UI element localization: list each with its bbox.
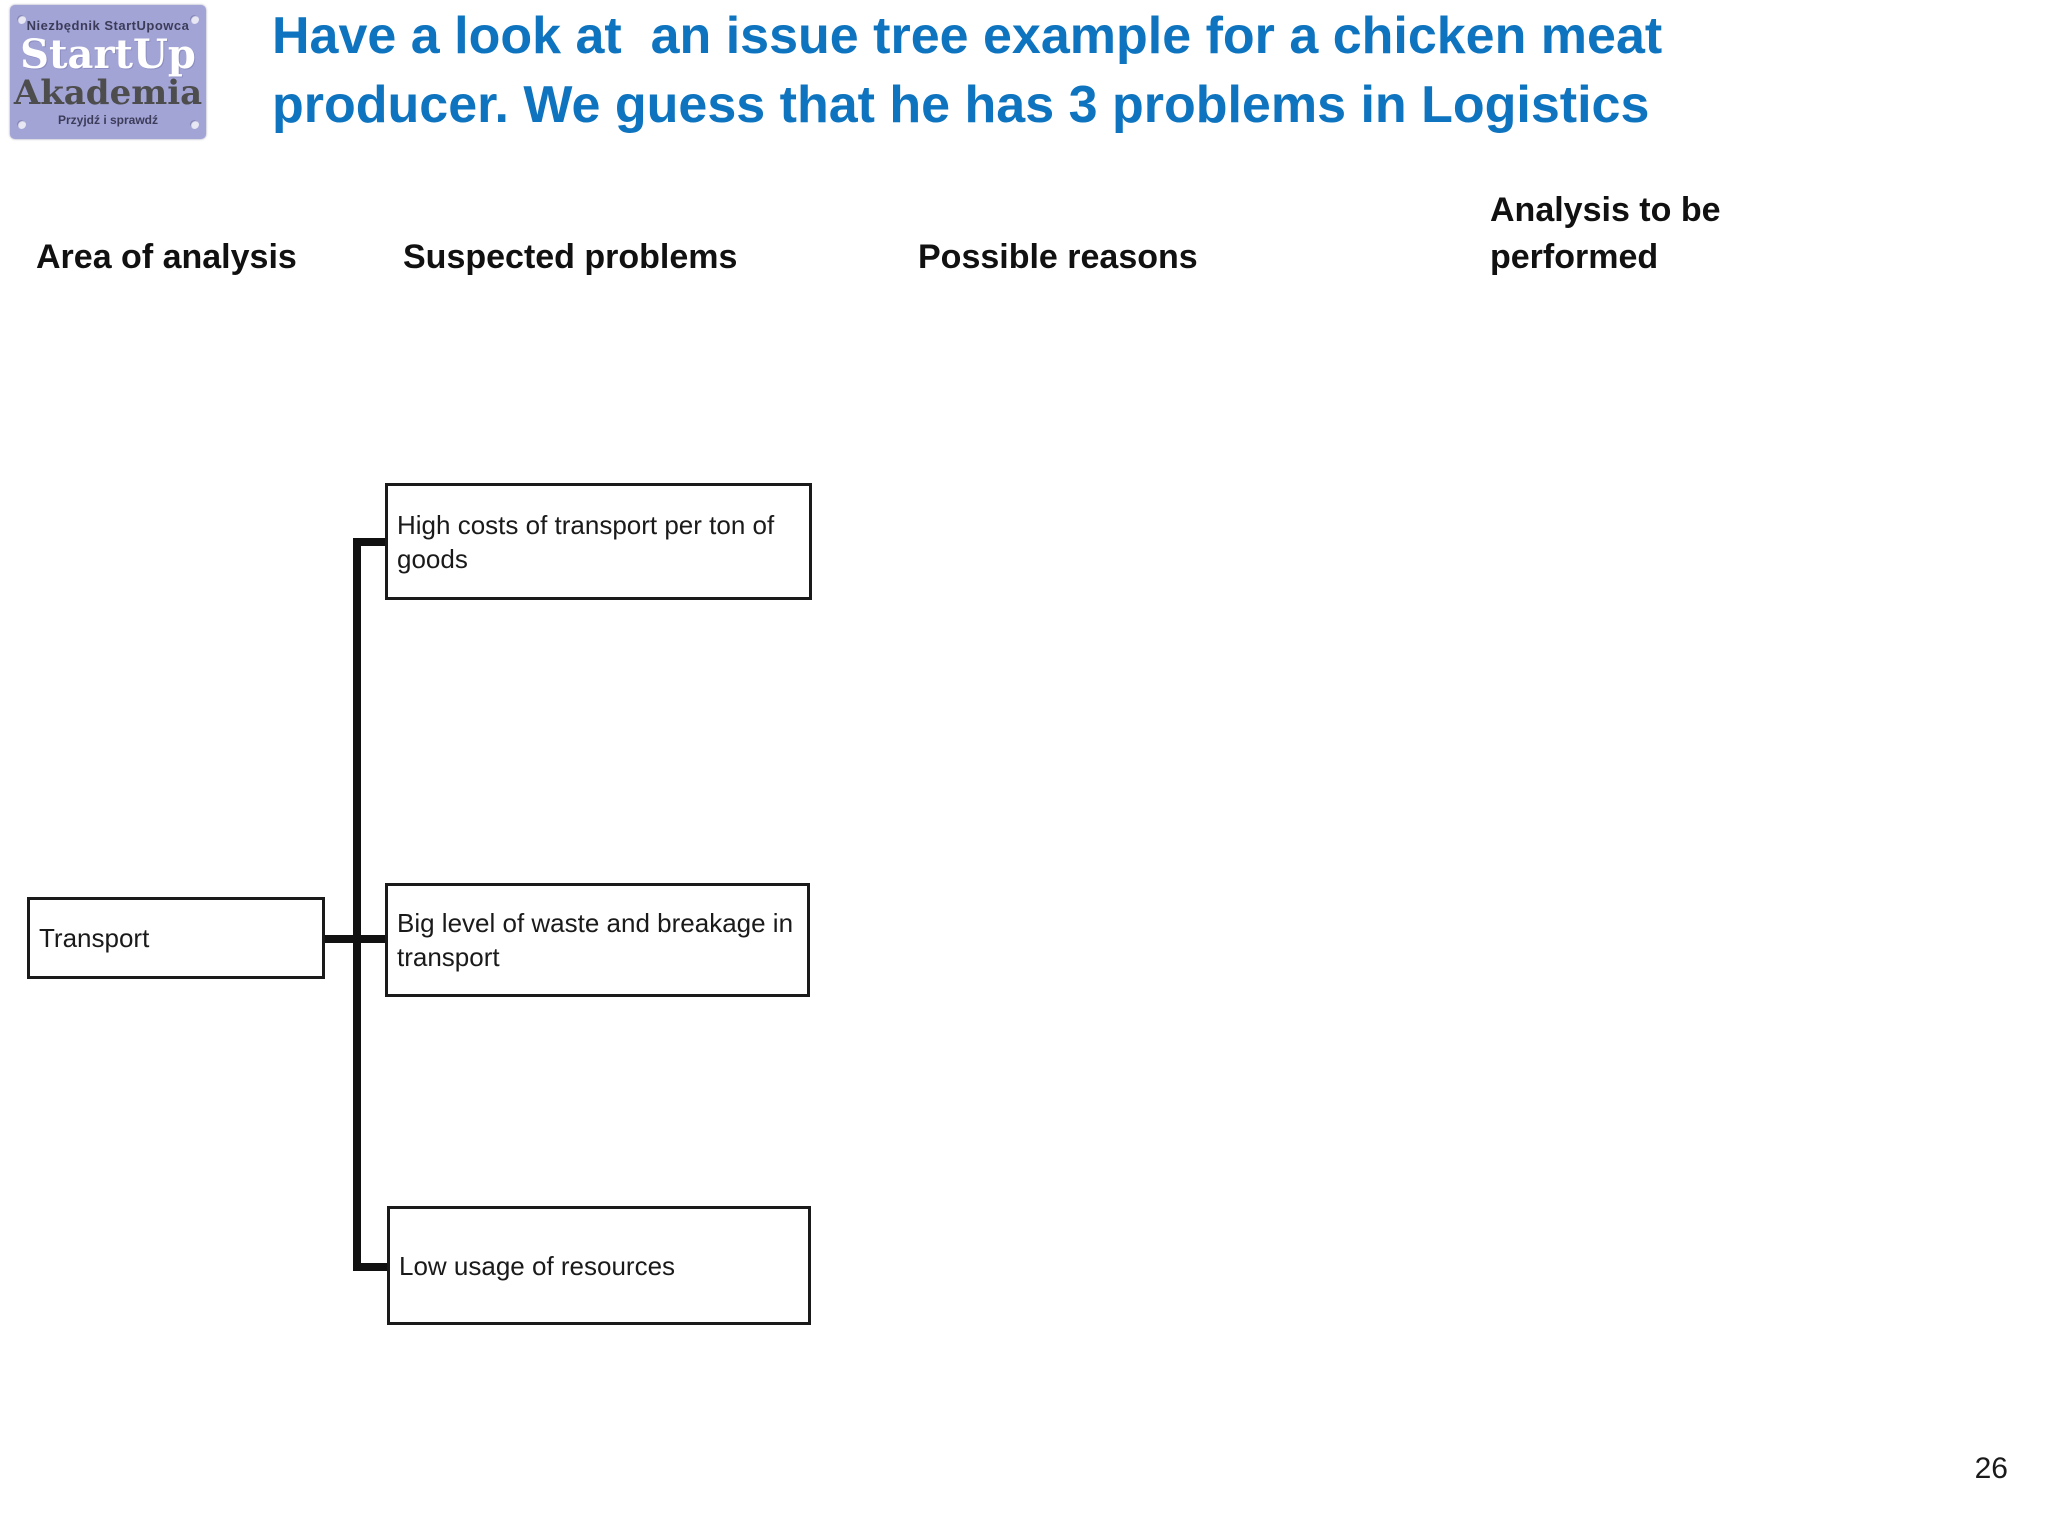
tree-connector-middle: [325, 935, 387, 943]
tree-trunk-line: [353, 538, 361, 1271]
logo-tagline-top: Niezbędnik StartUpowca: [26, 17, 190, 33]
logo-corner-mark: [17, 120, 26, 129]
tree-node-high-costs: High costs of transport per ton of goods: [385, 483, 812, 600]
column-header-analysis-to-be-performed: Analysis to be performed: [1490, 191, 1721, 276]
column-header-area-of-analysis: Area of analysis: [36, 238, 297, 276]
logo-corner-mark: [190, 15, 199, 24]
logo-name-line1: StartUp: [20, 30, 196, 78]
column-header-possible-reasons: Possible reasons: [918, 238, 1198, 276]
logo-corner-mark: [190, 120, 199, 129]
tree-node-label: High costs of transport per ton of goods: [397, 509, 775, 574]
column-headers: Area of analysis Suspected problems Poss…: [0, 190, 2048, 287]
page-number: 26: [1974, 1452, 2008, 1485]
logo-name-line2: Akademia: [13, 72, 203, 113]
tree-node-label: Low usage of resources: [399, 1250, 676, 1281]
tree-node-label: Big level of waste and breakage in trans…: [397, 908, 794, 972]
tree-connector-top: [353, 538, 387, 546]
tree-connector-bottom: [353, 1263, 389, 1271]
slide-title: Have a look at an issue tree example for…: [272, 7, 1677, 134]
logo-corner-mark: [17, 15, 26, 24]
startup-akademia-logo: Niezbędnik StartUpowca StartUp Akademia …: [10, 5, 206, 139]
tree-node-waste-breakage: Big level of waste and breakage in trans…: [385, 883, 810, 997]
tree-node-transport: Transport: [27, 897, 325, 979]
tree-node-label: Transport: [39, 923, 150, 953]
logo-tagline-bottom: Przyjdź i sprawdź: [57, 112, 159, 127]
tree-node-low-usage: Low usage of resources: [387, 1206, 811, 1325]
column-header-suspected-problems: Suspected problems: [403, 238, 738, 276]
